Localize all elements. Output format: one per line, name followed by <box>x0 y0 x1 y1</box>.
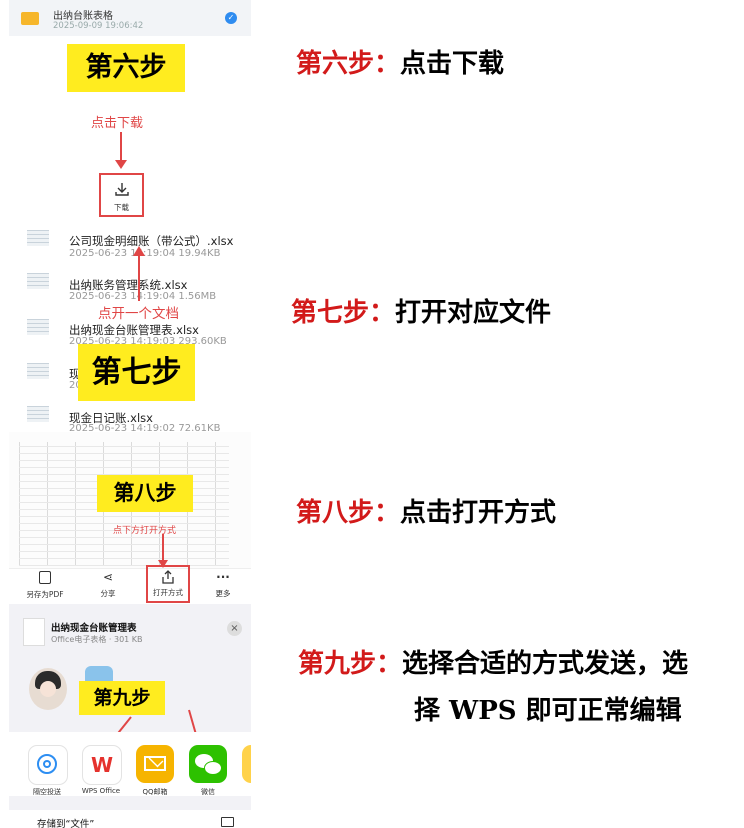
instruction-step-label: 第六步： <box>296 49 401 79</box>
pdf-icon <box>39 571 51 584</box>
app-label: 隔空投送 <box>33 788 61 796</box>
step8-badge: 第八步 <box>97 475 193 512</box>
folder-outline-icon <box>221 817 234 827</box>
toolbar-share[interactable]: ⋖ 分享 <box>88 571 128 599</box>
step7-badge: 第七步 <box>78 344 195 401</box>
spreadsheet-thumbnail-icon <box>27 363 49 379</box>
airdrop-icon <box>28 745 68 785</box>
share-file-name: 出纳现金台账管理表 <box>51 623 137 634</box>
file-meta: 2025-06-23 14:19:04 19.94KB <box>69 248 221 259</box>
mail-icon <box>136 745 174 783</box>
toolbar-label: 另存为PDF <box>26 590 64 599</box>
step6-badge: 第六步 <box>67 44 185 92</box>
instruction-step8: 第八步：点击打开方式 <box>296 492 556 529</box>
spreadsheet-thumbnail-icon <box>27 230 49 246</box>
checked-icon[interactable]: ✓ <box>225 12 237 24</box>
instruction-step-label: 第九步： <box>298 649 403 679</box>
step9-badge: 第九步 <box>79 681 165 715</box>
toolbar-label: 打开方式 <box>153 588 183 597</box>
close-icon[interactable]: × <box>227 621 242 636</box>
spreadsheet-thumbnail-icon <box>27 273 49 289</box>
file-name: 出纳账务管理系统.xlsx <box>69 278 188 292</box>
save-to-files-row[interactable]: 存储到“文件” <box>9 810 251 828</box>
file-name: 出纳现金台账管理表.xlsx <box>69 323 199 337</box>
step6-hint: 点击下载 <box>91 116 144 131</box>
panel-step7: 公司现金明细账（带公式）.xlsx 2025-06-23 14:19:04 19… <box>9 225 251 432</box>
instruction-step-text: 选择合适的方式发送，选 <box>402 649 689 679</box>
share-file-meta: Office电子表格 · 301 KB <box>51 635 143 644</box>
file-meta: 2025-06-23 14:19:02 72.61KB <box>69 423 221 432</box>
toolbar-label: 分享 <box>100 589 116 598</box>
app-label: QQ邮箱 <box>142 788 168 796</box>
instruction-step6: 第六步：点击下载 <box>296 43 504 80</box>
toolbar-more[interactable]: ··· 更多 <box>203 571 243 599</box>
share-icon: ⋖ <box>102 570 114 584</box>
file-thumbnail <box>23 618 45 646</box>
app-label: WPS Office <box>81 787 121 795</box>
panel-step9: 出纳现金台账管理表 Office电子表格 · 301 KB × 第九步 隔空投送… <box>9 604 251 828</box>
header-file-name: 出纳台账表格 <box>53 11 113 22</box>
file-name: 公司现金明细账（带公式）.xlsx <box>69 234 234 248</box>
instruction-step-label: 第八步： <box>296 498 401 528</box>
step6-arrow <box>115 132 127 169</box>
contact-avatar[interactable] <box>29 668 67 710</box>
step7-arrow <box>133 246 145 301</box>
app-label: 微信 <box>201 788 215 796</box>
wechat-icon <box>189 745 227 783</box>
download-button[interactable]: 下载 <box>99 173 144 217</box>
more-icon: ··· <box>216 570 230 584</box>
save-to-files-label: 存储到“文件” <box>37 819 95 828</box>
instruction-step9: 第九步：选择合适的方式发送，选 <box>298 643 688 680</box>
wps-icon: W <box>82 745 122 785</box>
panel-step8: 第八步 点下方打开方式 另存为PDF ⋖ 分享 打开方式 ··· 更多 <box>9 432 251 604</box>
instruction-step7: 第七步：打开对应文件 <box>291 292 551 329</box>
file-meta: 2025-06-23 14:19:04 1.56MB <box>69 291 217 302</box>
instruction-step-text: 点击下载 <box>400 49 505 79</box>
download-label: 下载 <box>114 203 129 212</box>
download-icon <box>115 183 129 196</box>
bottom-toolbar <box>9 568 251 604</box>
instruction-step-label: 第七步： <box>291 298 396 328</box>
file-meta: 2025-06-23 14:19:03 293.60KB <box>69 336 227 347</box>
toolbar-open-with[interactable]: 打开方式 <box>146 565 190 603</box>
cloud-file-header[interactable]: 出纳台账表格 2025-09-09 19:06:42 ✓ <box>9 0 251 36</box>
toolbar-save-pdf[interactable]: 另存为PDF <box>25 571 65 600</box>
next-app-partial[interactable] <box>242 745 251 783</box>
header-file-meta: 2025-09-09 19:06:42 <box>53 21 144 31</box>
file-name: 现金日记账.xlsx <box>69 411 153 425</box>
instruction-step9-line2: 择 WPS 即可正常编辑 <box>414 696 682 726</box>
step8-hint: 点下方打开方式 <box>113 526 177 536</box>
instruction-step-text: 打开对应文件 <box>395 298 552 328</box>
step8-arrow <box>158 534 168 568</box>
toolbar-label: 更多 <box>215 589 231 598</box>
folder-icon <box>21 12 39 25</box>
instruction-step-text: 点击打开方式 <box>400 498 557 528</box>
panel-step6: 出纳台账表格 2025-09-09 19:06:42 ✓ 第六步 点击下载 下载 <box>9 0 251 225</box>
spreadsheet-thumbnail-icon <box>27 406 49 422</box>
share-sheet-header: 出纳现金台账管理表 Office电子表格 · 301 KB × <box>9 604 251 656</box>
avatar-face <box>40 681 56 697</box>
spreadsheet-thumbnail-icon <box>27 319 49 335</box>
open-with-icon <box>162 570 174 584</box>
step7-hint: 点开一个文档 <box>98 306 179 322</box>
